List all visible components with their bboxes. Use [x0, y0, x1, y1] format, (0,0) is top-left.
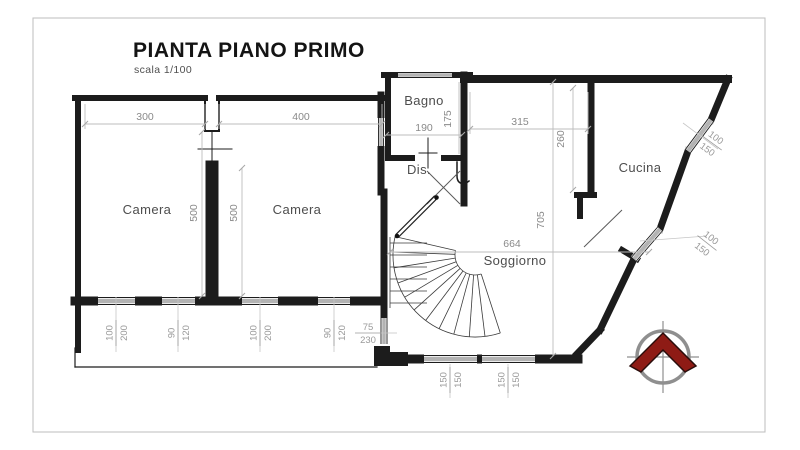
dim-label-175: 175 — [442, 110, 454, 128]
svg-text:120: 120 — [337, 325, 348, 341]
svg-text:200: 200 — [119, 325, 130, 341]
walls — [70, 71, 733, 368]
dim-label-190: 190 — [415, 122, 433, 134]
opening-label-100-150-b: 100 150 — [692, 229, 720, 259]
compass-circle — [635, 329, 691, 385]
opening-label-75-230: 75 230 — [355, 322, 397, 346]
room-labels: Camera Camera Bagno Dis. Cucina Soggiorn… — [123, 93, 662, 268]
window-150x150-a — [424, 354, 477, 364]
svg-text:120: 120 — [181, 325, 192, 341]
dimensions: 300 400 500 500 190 175 — [81, 78, 653, 360]
opening-label-150-150-a: 150 150 — [439, 367, 464, 393]
opening-label-100-200-a: 100 200 — [105, 320, 130, 346]
dim-label-400: 400 — [292, 111, 310, 123]
svg-text:90: 90 — [323, 328, 334, 339]
window-150x150-b — [482, 354, 535, 364]
dim-190: 190 — [382, 122, 466, 139]
svg-text:150: 150 — [439, 372, 450, 388]
room-label-soggiorno: Soggiorno — [484, 253, 547, 268]
dim-664: 664 — [386, 238, 653, 256]
svg-text:100: 100 — [105, 325, 116, 341]
dim-label-260: 260 — [555, 130, 567, 148]
dim-300: 300 — [81, 104, 209, 129]
compass-icon — [627, 321, 699, 393]
dim-260: 260 — [555, 84, 577, 194]
window-100x200-a — [98, 296, 135, 306]
scale-note: scala 1/100 — [134, 64, 192, 76]
window-90x120-a — [162, 296, 195, 306]
svg-text:90: 90 — [167, 328, 178, 339]
dim-label-500b: 500 — [228, 204, 240, 222]
spiral-staircase — [389, 236, 501, 338]
dim-label-500a: 500 — [188, 204, 200, 222]
dim-705: 705 — [535, 78, 557, 360]
svg-text:75: 75 — [363, 322, 374, 333]
opening-label-100-200-b: 100 200 — [249, 320, 274, 346]
opening-label-90-120-b: 90 120 — [323, 320, 348, 346]
svg-text:150: 150 — [497, 372, 508, 388]
dim-175: 175 — [442, 82, 460, 154]
opening-label-90-120-a: 90 120 — [167, 320, 192, 346]
room-label-camera1: Camera — [123, 202, 172, 217]
svg-text:150: 150 — [453, 372, 464, 388]
dim-label-664: 664 — [503, 238, 521, 250]
dim-500-left: 500 — [188, 128, 206, 300]
svg-text:200: 200 — [263, 325, 274, 341]
page-title: PIANTA PIANO PRIMO — [133, 39, 365, 62]
opening-label-150-150-b: 150 150 — [497, 367, 522, 393]
window-100x150-b — [630, 226, 664, 262]
room-label-camera2: Camera — [273, 202, 322, 217]
dim-315: 315 — [466, 92, 592, 134]
dim-400: 400 — [215, 104, 386, 129]
door-swings — [394, 170, 623, 248]
room-label-cucina: Cucina — [619, 160, 662, 175]
compass-chevron — [628, 331, 698, 373]
svg-text:100: 100 — [249, 325, 260, 341]
dim-label-300: 300 — [136, 111, 154, 123]
room-label-dis: Dis. — [407, 162, 431, 177]
dim-label-315: 315 — [511, 116, 529, 128]
sheet-border — [32, 17, 766, 433]
svg-text:150: 150 — [511, 372, 522, 388]
title-block: PIANTA PIANO PRIMO scala 1/100 — [133, 39, 365, 76]
dim-label-705: 705 — [535, 211, 547, 229]
room-label-bagno: Bagno — [404, 93, 444, 108]
svg-text:230: 230 — [360, 335, 376, 346]
dim-500-right: 500 — [228, 164, 246, 300]
